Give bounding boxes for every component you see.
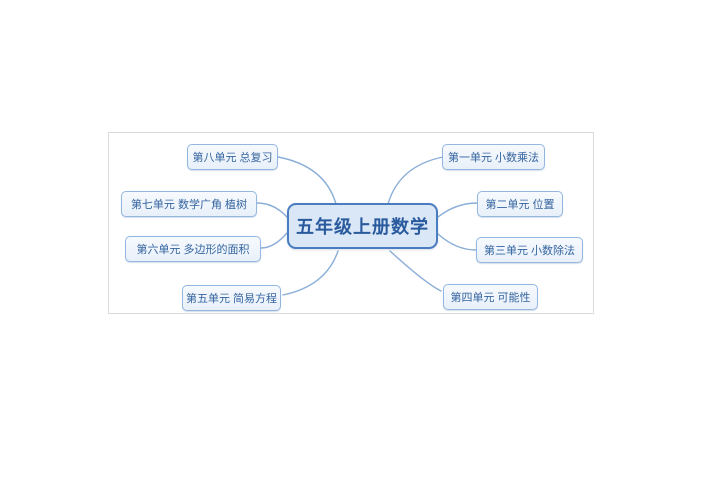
- mindmap-node-unit-5[interactable]: 第五单元 简易方程: [182, 285, 281, 311]
- mindmap-node-unit-8[interactable]: 第八单元 总复习: [187, 144, 278, 170]
- mindmap-node-unit-1[interactable]: 第一单元 小数乘法: [442, 144, 545, 170]
- mindmap-node-unit-3[interactable]: 第三单元 小数除法: [476, 237, 583, 263]
- mindmap-node-unit-7[interactable]: 第七单元 数学广角 植树: [121, 191, 257, 217]
- mindmap-node-unit-4[interactable]: 第四单元 可能性: [443, 284, 538, 310]
- mindmap-root-node[interactable]: 五年级上册数学: [287, 203, 438, 249]
- mindmap-node-unit-2[interactable]: 第二单元 位置: [477, 191, 563, 217]
- mindmap-node-unit-6[interactable]: 第六单元 多边形的面积: [125, 236, 261, 262]
